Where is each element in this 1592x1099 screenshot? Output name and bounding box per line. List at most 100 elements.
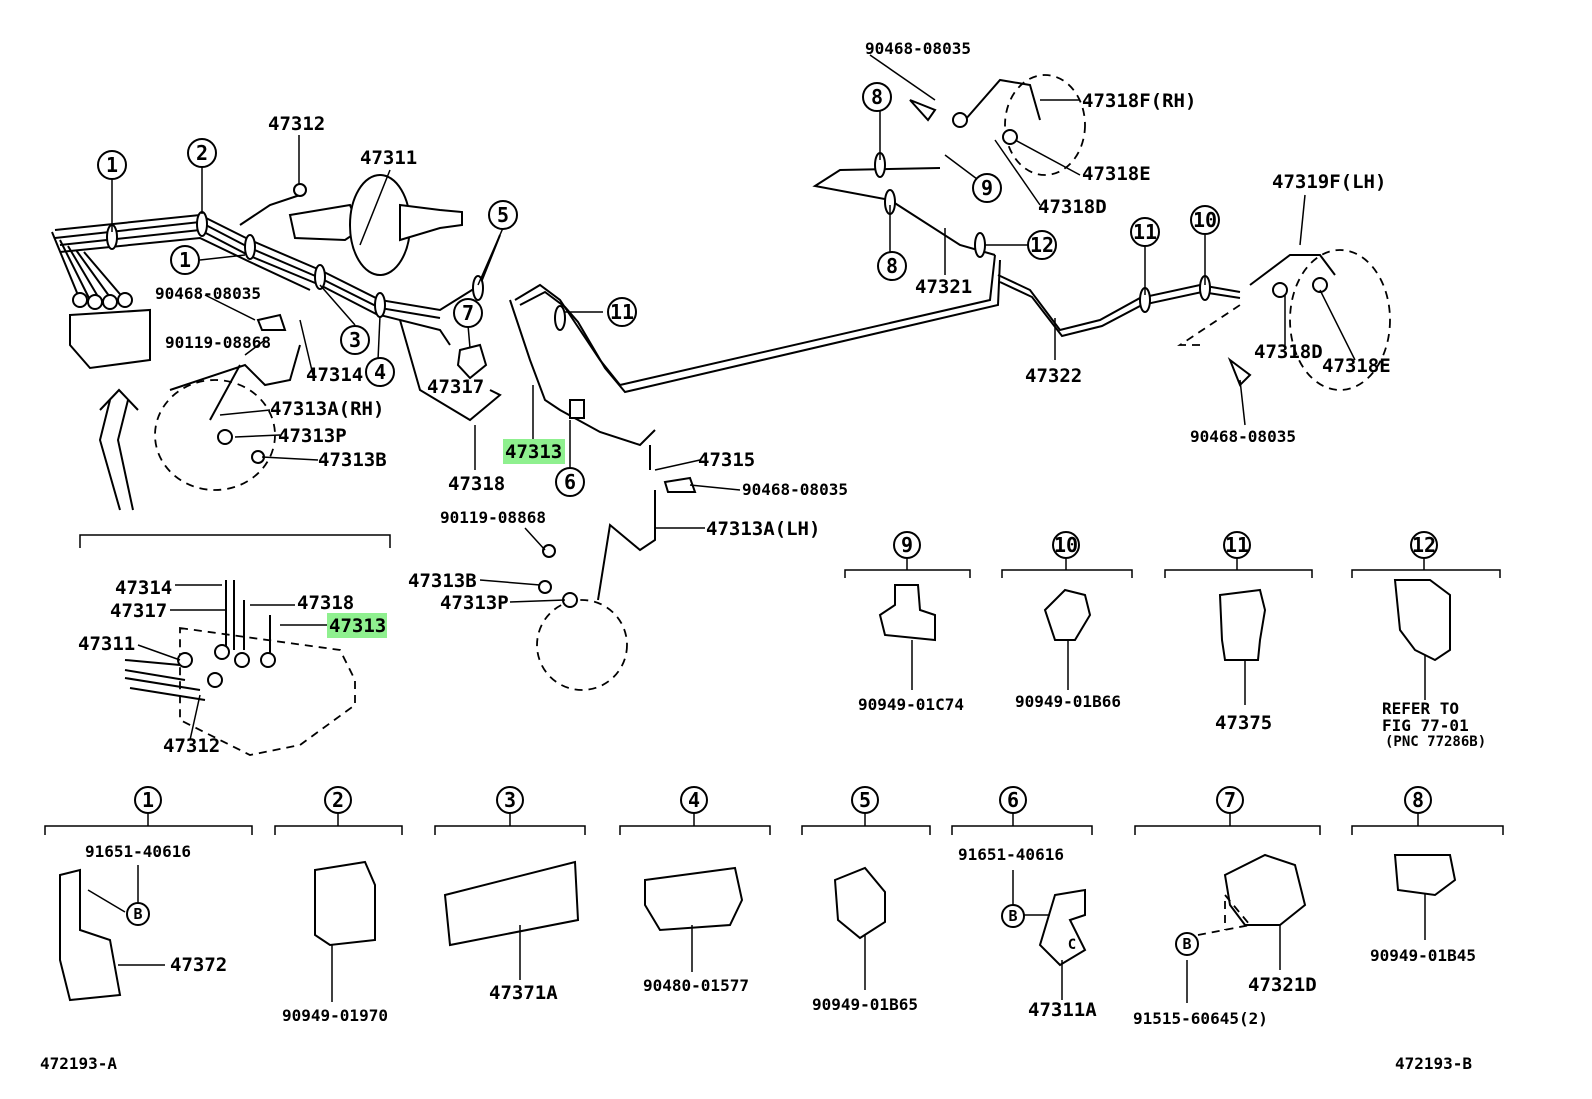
clip-b7-bolt: 91515-60645(2) (1133, 1009, 1268, 1028)
master-cylinder (288, 174, 463, 276)
inset-label-47317: 47317 (110, 600, 167, 622)
label-47322: 47322 (1025, 365, 1082, 387)
label-47313B-left: 47313B (318, 449, 387, 471)
callout-2-a: 2 (196, 141, 208, 165)
clip-b6-b: B (1008, 907, 1017, 925)
inset-label-47314: 47314 (115, 577, 172, 599)
label-47312: 47312 (268, 113, 325, 135)
label-47318D-right: 47318D (1254, 341, 1323, 363)
callout-6-a: 6 (564, 470, 576, 494)
clip-b6-c: C (1068, 937, 1076, 953)
callout-11-a: 11 (610, 300, 634, 324)
clip-b1-part: 47372 (170, 954, 227, 976)
detail-inset (79, 534, 391, 756)
clip-11-part: 47375 (1215, 712, 1272, 734)
clip-b2-part: 90949-01970 (282, 1006, 388, 1025)
clip-b4-part: 90480-01577 (643, 976, 749, 995)
clip-b4-num: 4 (688, 788, 700, 812)
callout-7-a: 7 (462, 301, 474, 325)
clip-b7-part: 47321D (1248, 974, 1317, 996)
label-90468-top: 90468-08035 (865, 39, 971, 58)
clip-12-refer: REFER TO (1382, 699, 1459, 718)
callout-5-a: 5 (497, 203, 509, 227)
clip-b3-part: 47371A (489, 982, 558, 1004)
clip-b2-num: 2 (332, 788, 344, 812)
clip-row-bottom-labels: 1 2 3 4 5 6 7 8 91651-40616 B 47372 9094… (85, 786, 1476, 1028)
callout-10-a: 10 (1193, 208, 1217, 232)
clip-b7-b: B (1182, 935, 1191, 953)
leader-lines (111, 54, 1356, 603)
clip-10-part: 90949-01B66 (1015, 692, 1121, 711)
label-47313-main: 47313 (505, 441, 562, 463)
clip-b1-b: B (133, 905, 142, 923)
label-47313P-left: 47313P (278, 425, 347, 447)
label-90468-left: 90468-08035 (155, 284, 261, 303)
inset-label-47318: 47318 (297, 592, 354, 614)
label-47313A-lh: 47313A(LH) (706, 518, 820, 540)
label-47318D-top: 47318D (1038, 196, 1107, 218)
callout-8-b: 8 (886, 254, 898, 278)
clip-10-num: 10 (1054, 533, 1078, 557)
label-47314: 47314 (306, 364, 363, 386)
label-90468-right: 90468-08035 (1190, 427, 1296, 446)
clip-b5-num: 5 (859, 788, 871, 812)
label-90119-left: 90119-08868 (165, 333, 271, 352)
callout-8-a: 8 (871, 85, 883, 109)
actuator-block (69, 292, 151, 511)
clip-row-mid (844, 556, 1501, 705)
flex-hoses (154, 74, 1391, 691)
clip-b8-part: 90949-01B45 (1370, 946, 1476, 965)
footer-right-code: 472193-B (1395, 1054, 1472, 1073)
inset-label-47311: 47311 (78, 633, 135, 655)
label-90468-mid: 90468-08035 (742, 480, 848, 499)
label-47318-mid: 47318 (448, 473, 505, 495)
clip-b7-num: 7 (1224, 788, 1236, 812)
callout-12-a: 12 (1030, 233, 1054, 257)
callouts-main: 1 2 1 3 4 5 7 11 6 8 8 9 12 11 10 (97, 82, 1220, 497)
label-47311: 47311 (360, 147, 417, 169)
callout-9-a: 9 (981, 176, 993, 200)
clip-b1-num: 1 (142, 788, 154, 812)
callout-4-a: 4 (374, 360, 386, 384)
clip-12-note2: (PNC 77286B) (1385, 734, 1486, 750)
part-labels: 90468-08035 47318F(RH) 47318E 47318D 473… (78, 39, 1391, 757)
callout-11-b: 11 (1133, 220, 1157, 244)
clip-b6-part: 47311A (1028, 999, 1097, 1021)
clip-b3-num: 3 (504, 788, 516, 812)
clip-9-part: 90949-01C74 (858, 695, 964, 714)
brake-lines (51, 167, 1241, 470)
label-47313B-mid: 47313B (408, 570, 477, 592)
label-47313P-mid: 47313P (440, 592, 509, 614)
footer-left-code: 472193-A (40, 1054, 117, 1073)
clip-b6-num: 6 (1007, 788, 1019, 812)
label-47318E-right: 47318E (1322, 355, 1391, 377)
label-47318E-top: 47318E (1082, 163, 1151, 185)
clip-11-num: 11 (1225, 533, 1249, 557)
clip-b6-bolt: 91651-40616 (958, 845, 1064, 864)
label-47313A-rh: 47313A(RH) (270, 398, 384, 420)
clip-12-note1: FIG 77-01 (1382, 716, 1469, 735)
label-47318F: 47318F(RH) (1082, 90, 1196, 112)
line-clips (106, 99, 1252, 493)
callout-1-b: 1 (179, 248, 191, 272)
label-47319F: 47319F(LH) (1272, 171, 1386, 193)
callout-3-a: 3 (349, 328, 361, 352)
highlight-47313-inset (327, 613, 387, 638)
clip-b8-num: 8 (1412, 788, 1424, 812)
label-47321: 47321 (915, 276, 972, 298)
inset-label-47313: 47313 (329, 615, 386, 637)
highlight-47313-main (503, 439, 565, 464)
clip-row-mid-labels: 9 10 11 12 90949-01C74 90949-01B66 47375… (858, 531, 1486, 750)
clip-b5-part: 90949-01B65 (812, 995, 918, 1014)
clip-12-num: 12 (1412, 533, 1436, 557)
label-90119-mid: 90119-08868 (440, 508, 546, 527)
clip-b1-bolt: 91651-40616 (85, 842, 191, 861)
clip-row-bottom (44, 812, 1504, 1003)
footer: 472193-A 472193-B (40, 1054, 1472, 1073)
label-47315: 47315 (698, 449, 755, 471)
callout-1-a: 1 (106, 153, 118, 177)
label-47317: 47317 (427, 376, 484, 398)
clip-9-num: 9 (901, 533, 913, 557)
inset-label-47312: 47312 (163, 735, 220, 757)
